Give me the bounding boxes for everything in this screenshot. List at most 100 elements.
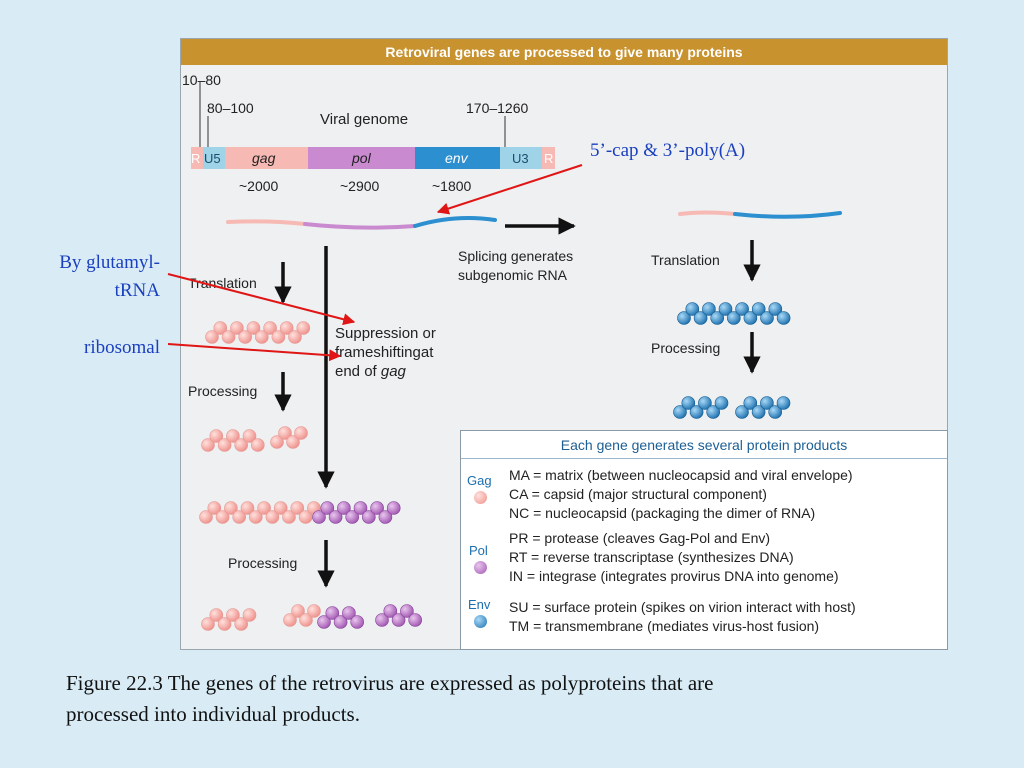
pol-protein-bead bbox=[391, 613, 406, 627]
pol-protein-bead bbox=[383, 604, 398, 618]
translation-right-label: Translation bbox=[651, 252, 720, 268]
pol-protein-bead bbox=[345, 510, 360, 524]
legend-gag-label: Gag bbox=[467, 473, 492, 488]
legend-box: Each gene generates several protein prod… bbox=[460, 430, 948, 650]
env-protein-bead bbox=[735, 405, 749, 419]
env-protein-bead bbox=[718, 302, 733, 316]
pol-protein-bead bbox=[337, 501, 351, 515]
pol-protein-bead bbox=[325, 606, 340, 620]
suppression-label-line2: frameshiftingat bbox=[335, 344, 434, 361]
gag-protein-icon bbox=[474, 491, 487, 504]
env-protein-bead bbox=[760, 396, 774, 410]
ribosomal-annotation: ribosomal bbox=[84, 337, 160, 358]
processing-right-label: Processing bbox=[651, 340, 720, 356]
gag-protein-bead bbox=[232, 510, 246, 524]
gag-protein-bead bbox=[207, 501, 222, 515]
pol-protein-bead bbox=[320, 501, 335, 515]
pol-protein-bead bbox=[361, 510, 376, 524]
pol-length: ~2900 bbox=[340, 178, 380, 194]
gag-protein-bead bbox=[215, 510, 230, 524]
gag-protein-bead bbox=[290, 501, 305, 515]
u5-label: U5 bbox=[204, 151, 221, 166]
viral-genome-bar bbox=[191, 82, 555, 169]
env-protein-bead bbox=[681, 396, 696, 410]
env-protein-bead bbox=[673, 405, 687, 419]
gag-protein-bead bbox=[249, 510, 263, 524]
env-protein-bead bbox=[714, 396, 729, 410]
splicing-label-line2: subgenomic RNA bbox=[458, 267, 568, 283]
processing-label-2: Processing bbox=[228, 555, 297, 571]
env-protein-bead bbox=[751, 302, 766, 316]
gag-protein-bead bbox=[246, 321, 261, 335]
gag-protein-bead bbox=[265, 510, 280, 524]
gag-protein-bead bbox=[298, 510, 313, 524]
position-80-100: 80–100 bbox=[207, 100, 254, 116]
pol-protein-bead bbox=[370, 501, 384, 515]
gag-protein-bead bbox=[286, 435, 300, 449]
protein-bead-chains bbox=[199, 302, 791, 631]
gag-protein-bead bbox=[234, 617, 248, 631]
pol-protein-bead bbox=[350, 615, 365, 629]
gag-protein-bead bbox=[199, 510, 213, 524]
gag-protein-bead bbox=[224, 501, 238, 515]
env-length: ~1800 bbox=[432, 178, 472, 194]
gag-protein-bead bbox=[270, 435, 284, 449]
pol-protein-bead bbox=[400, 604, 414, 618]
gag-length: ~2000 bbox=[239, 178, 279, 194]
annotation-arrows bbox=[167, 164, 583, 362]
processing-label-1: Processing bbox=[188, 383, 257, 399]
pol-protein-bead bbox=[386, 501, 401, 515]
suppression-line3-prefix: end of bbox=[335, 363, 381, 380]
pol-protein-bead bbox=[317, 615, 331, 629]
glutamyl-annotation-line1: By glutamyl- bbox=[59, 252, 160, 273]
cap-polya-annotation: 5’-cap & 3’-poly(A) bbox=[590, 140, 746, 161]
gag-protein-bead bbox=[263, 321, 277, 335]
env-protein-bead bbox=[710, 311, 725, 325]
gag-protein-bead bbox=[226, 608, 240, 622]
suppression-label-line3: end of gag bbox=[335, 363, 407, 380]
gag-protein-bead bbox=[213, 321, 228, 335]
gag-protein-bead bbox=[242, 608, 257, 622]
gag-protein-bead bbox=[217, 438, 232, 452]
gag-protein-bead bbox=[250, 438, 265, 452]
gag-protein-bead bbox=[296, 321, 311, 335]
gag-protein-bead bbox=[221, 330, 236, 344]
pol-protein-icon bbox=[474, 561, 487, 574]
legend-gag-line: CA = capsid (major structural component) bbox=[509, 486, 767, 502]
env-protein-bead bbox=[776, 396, 791, 410]
position-170-1260: 170–1260 bbox=[466, 100, 529, 116]
position-10-80: 10–80 bbox=[182, 72, 221, 88]
pol-protein-bead bbox=[378, 510, 393, 524]
gag-protein-bead bbox=[217, 617, 232, 631]
legend-pol-line: RT = reverse transcriptase (synthesizes … bbox=[509, 549, 794, 565]
legend-env-line: SU = surface protein (spikes on virion i… bbox=[509, 599, 856, 615]
gag-protein-bead bbox=[257, 501, 271, 515]
gag-protein-bead bbox=[209, 429, 224, 443]
gag-protein-bead bbox=[201, 438, 215, 452]
pol-protein-bead bbox=[375, 613, 389, 627]
gag-gene-label: gag bbox=[252, 150, 276, 166]
env-protein-bead bbox=[685, 302, 700, 316]
gag-protein-bead bbox=[209, 608, 224, 622]
figure-caption: Figure 22.3 The genes of the retrovirus … bbox=[66, 668, 966, 730]
viral-genome-label: Viral genome bbox=[320, 111, 408, 128]
env-protein-bead bbox=[677, 311, 691, 325]
legend-pol-line: IN = integrase (integrates provirus DNA … bbox=[509, 568, 839, 584]
gag-protein-bead bbox=[283, 613, 297, 627]
env-protein-bead bbox=[706, 405, 721, 419]
gag-protein-bead bbox=[299, 613, 313, 627]
gag-protein-bead bbox=[254, 330, 269, 344]
caption-line-1: Figure 22.3 The genes of the retrovirus … bbox=[66, 671, 714, 695]
env-protein-bead bbox=[743, 396, 758, 410]
suppression-label-line1: Suppression or bbox=[335, 325, 436, 342]
env-protein-bead bbox=[689, 405, 704, 419]
env-protein-bead bbox=[776, 311, 791, 325]
gag-protein-bead bbox=[201, 617, 215, 631]
gag-protein-bead bbox=[238, 330, 252, 344]
gag-protein-bead bbox=[282, 510, 296, 524]
gag-protein-bead bbox=[279, 321, 294, 335]
env-protein-bead bbox=[743, 311, 758, 325]
env-gene-label: env bbox=[445, 150, 469, 166]
pol-gene-label: pol bbox=[351, 150, 372, 166]
env-protein-bead bbox=[726, 311, 741, 325]
